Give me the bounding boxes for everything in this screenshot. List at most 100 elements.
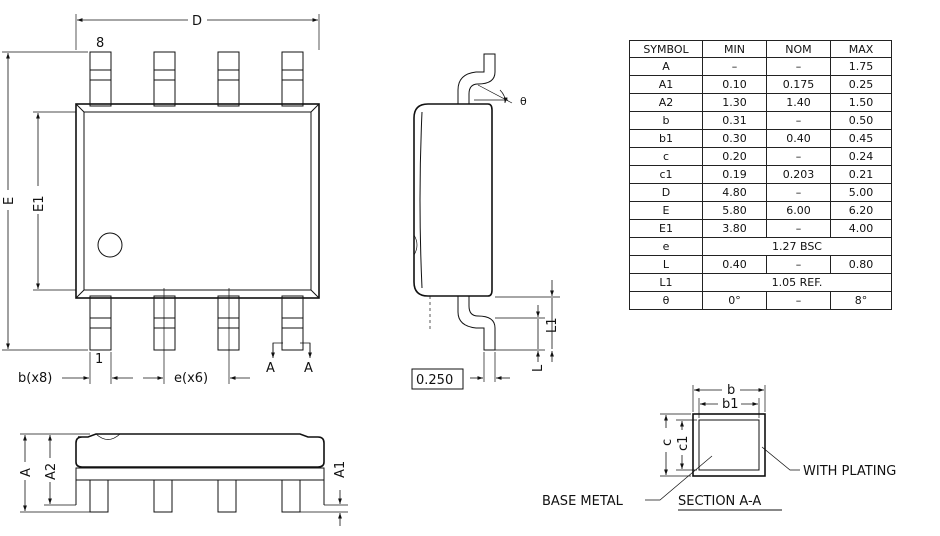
- cell-nom: –: [766, 57, 831, 76]
- cell-nom: –: [766, 291, 831, 310]
- cell-symbol: b: [629, 111, 703, 130]
- section-title: SECTION A-A: [678, 494, 761, 509]
- cell-symbol: A2: [629, 93, 703, 112]
- cell-nom: –: [766, 111, 831, 130]
- header-max: MAX: [830, 40, 892, 58]
- cell-max: 0.21: [830, 165, 892, 184]
- header-nom: NOM: [766, 40, 831, 58]
- cell-symbol: A: [629, 57, 703, 76]
- dim-A1: A1: [333, 461, 348, 478]
- cell-symbol: E1: [629, 219, 703, 238]
- cell-min: 0°: [702, 291, 767, 310]
- cell-max: 5.00: [830, 183, 892, 202]
- dim-E1: E1: [32, 196, 47, 213]
- cell-nom: –: [766, 255, 831, 274]
- cell-span: 1.27 BSC: [702, 237, 892, 256]
- section-mark-right: A: [304, 361, 313, 376]
- end-view: θ L1 L 0.250: [411, 53, 560, 390]
- side-view: A A2 A1: [19, 433, 348, 526]
- lower-leads: [89, 295, 304, 351]
- cell-symbol: θ: [629, 291, 703, 310]
- cell-min: 3.80: [702, 219, 767, 238]
- section-a-a: b b1 c c1 WITH PLATING BASE METAL SECTIO…: [542, 383, 896, 511]
- dim-L1: L1: [545, 317, 560, 333]
- dim-e-x6: e(x6): [174, 371, 208, 386]
- cell-nom: 1.40: [766, 93, 831, 112]
- gauge-plane-box: [411, 368, 464, 390]
- cell-nom: –: [766, 147, 831, 166]
- with-plating-label: WITH PLATING: [803, 464, 896, 479]
- cell-symbol: D: [629, 183, 703, 202]
- cell-min: 5.80: [702, 201, 767, 220]
- cell-nom: –: [766, 219, 831, 238]
- cell-min: 0.31: [702, 111, 767, 130]
- cell-nom: 0.175: [766, 75, 831, 94]
- dim-E: E: [2, 197, 17, 205]
- cell-max: 6.20: [830, 201, 892, 220]
- cell-symbol: E: [629, 201, 703, 220]
- dim-section-b: b: [727, 383, 735, 398]
- pin1-marker: [97, 232, 123, 258]
- gauge-plane-value: 0.250: [416, 373, 453, 388]
- cell-nom: 6.00: [766, 201, 831, 220]
- cell-symbol: c1: [629, 165, 703, 184]
- cell-min: 0.10: [702, 75, 767, 94]
- header-symbol: SYMBOL: [629, 40, 703, 58]
- package-body: [75, 103, 320, 299]
- cell-max: 0.25: [830, 75, 892, 94]
- table-header-row: SYMBOL MIN NOM MAX: [629, 40, 892, 58]
- base-metal-label: BASE METAL: [542, 494, 624, 509]
- cell-max: 8°: [830, 291, 892, 310]
- header-min: MIN: [702, 40, 767, 58]
- cell-symbol: L: [629, 255, 703, 274]
- pin1-label: 1: [95, 352, 103, 367]
- cell-nom: 0.40: [766, 129, 831, 148]
- cell-nom: –: [766, 183, 831, 202]
- dim-section-b1: b1: [722, 397, 739, 412]
- dim-theta: θ: [520, 95, 527, 108]
- cell-max: 4.00: [830, 219, 892, 238]
- top-view: 8 1 D E E1 b(x8) e(x6): [2, 14, 320, 386]
- dim-D: D: [192, 14, 202, 29]
- cell-min: 4.80: [702, 183, 767, 202]
- dim-section-c1: c1: [676, 436, 691, 451]
- dim-A: A: [19, 468, 34, 477]
- cell-symbol: b1: [629, 129, 703, 148]
- cell-symbol: L1: [629, 273, 703, 292]
- cell-min: 0.19: [702, 165, 767, 184]
- cell-min: 0.20: [702, 147, 767, 166]
- dim-A2: A2: [44, 463, 59, 480]
- cell-max: 1.75: [830, 57, 892, 76]
- cell-min: 0.30: [702, 129, 767, 148]
- cell-symbol: e: [629, 237, 703, 256]
- cell-max: 0.24: [830, 147, 892, 166]
- table-row: A––1.75: [629, 57, 892, 76]
- cell-symbol: A1: [629, 75, 703, 94]
- cell-span: 1.05 REF.: [702, 273, 892, 292]
- cell-min: 0.40: [702, 255, 767, 274]
- cell-max: 1.50: [830, 93, 892, 112]
- pin8-label: 8: [96, 36, 104, 51]
- cell-nom: 0.203: [766, 165, 831, 184]
- dim-section-c: c: [660, 439, 675, 446]
- dim-b-x8: b(x8): [18, 371, 52, 386]
- upper-leads: [89, 51, 304, 107]
- cell-max: 0.45: [830, 129, 892, 148]
- dim-L: L: [531, 364, 546, 372]
- section-mark-left: A: [266, 361, 275, 376]
